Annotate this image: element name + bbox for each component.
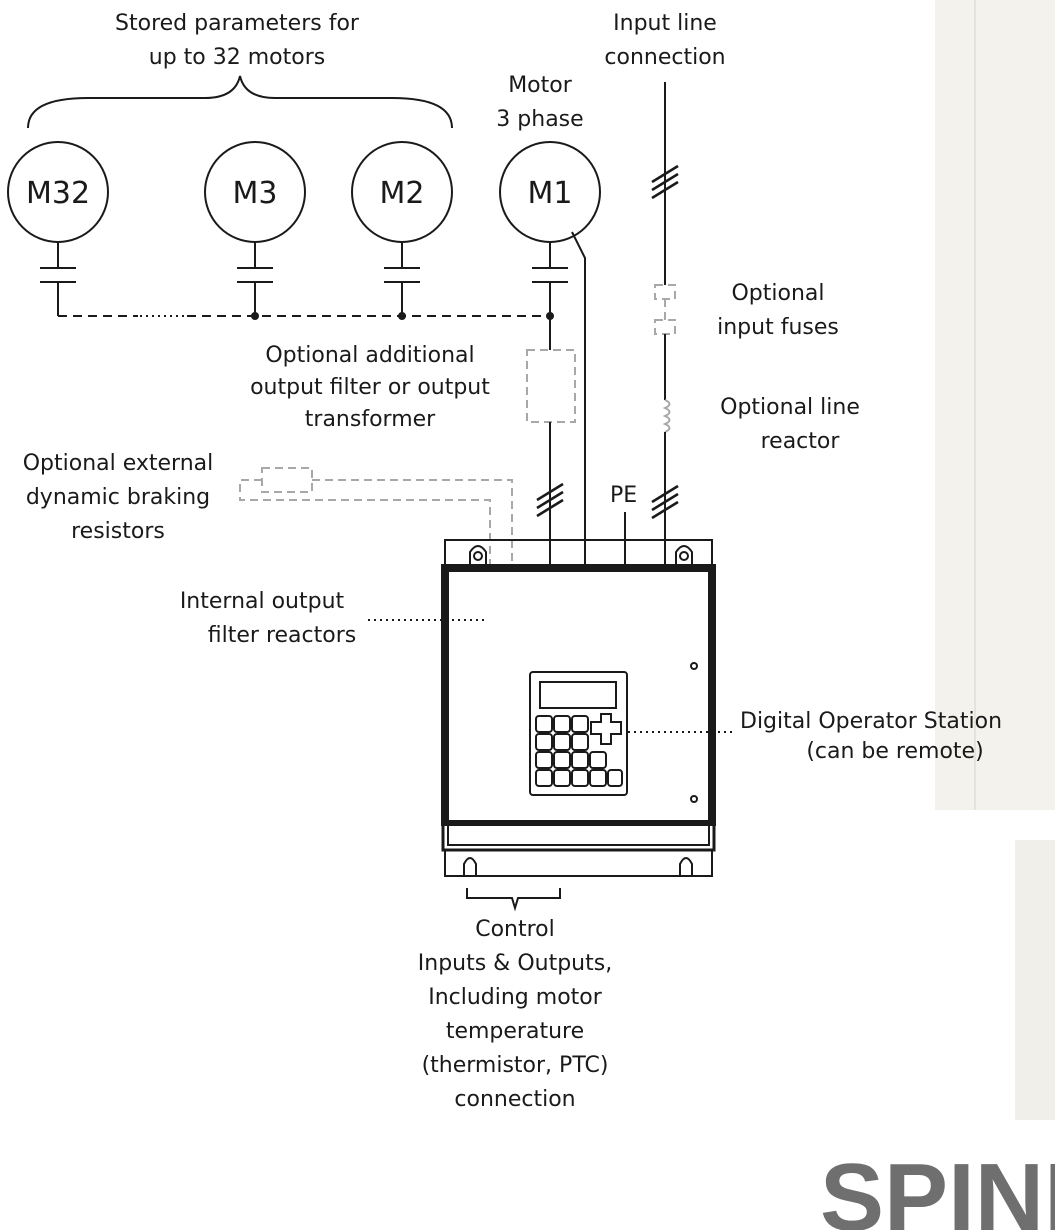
internal-filter-line-2: filter reactors	[208, 623, 356, 648]
motor-m32-label: M32	[26, 176, 90, 211]
control-line-3: Including motor	[428, 985, 603, 1010]
motor-selection-bus	[58, 312, 554, 320]
motor-label-line-2: 3 phase	[496, 107, 583, 132]
operator-station-label: Digital Operator Station (can be remote)	[740, 709, 1002, 764]
watermark-logo: SPIND	[820, 1144, 1055, 1230]
motors-brace	[27, 75, 453, 129]
motor-m3-label: M3	[233, 176, 278, 211]
output-filter-line-3: transformer	[305, 407, 436, 432]
motor-3-phase-label: Motor 3 phase	[496, 73, 583, 132]
stored-parameters-line-1: Stored parameters for	[115, 11, 360, 36]
motor-m3: M3	[204, 141, 306, 243]
operator-station-line-2: (can be remote)	[806, 739, 983, 764]
line-reactor-line-2: reactor	[761, 429, 841, 454]
braking-line-1: Optional external	[23, 451, 214, 476]
control-brace	[466, 888, 561, 912]
motor-m1: M1	[499, 141, 601, 243]
input-line-label: Input line connection	[604, 11, 725, 70]
line-reactor-line-1: Optional line	[720, 395, 860, 420]
internal-filter-line-1: Internal output	[180, 589, 345, 614]
braking-line-2: dynamic braking	[26, 485, 210, 510]
internal-filter-label: Internal output filter reactors	[180, 589, 485, 648]
input-fuses-label: Optional input fuses	[717, 281, 839, 340]
drive-enclosure	[441, 539, 716, 877]
control-io-label: Control Inputs & Outputs, Including moto…	[418, 917, 612, 1112]
input-line-line-2: connection	[604, 45, 725, 70]
optional-braking-resistor	[239, 467, 513, 566]
optional-output-filter-box	[526, 349, 576, 423]
motor-m2: M2	[351, 141, 453, 243]
input-line-conductor	[651, 82, 679, 566]
output-filter-line-2: output filter or output	[250, 375, 490, 400]
stored-parameters-label: Stored parameters for up to 32 motors	[115, 11, 360, 70]
line-reactor-label: Optional line reactor	[720, 395, 860, 454]
output-filter-label: Optional additional output filter or out…	[250, 343, 490, 432]
motor-m2-label: M2	[380, 176, 425, 211]
operator-station-line-1: Digital Operator Station	[740, 709, 1002, 734]
input-fuses-line-1: Optional	[731, 281, 824, 306]
output-filter-line-1: Optional additional	[265, 343, 474, 368]
control-line-4: temperature	[446, 1019, 584, 1044]
motor-label-line-1: Motor	[508, 73, 573, 98]
control-line-6: connection	[454, 1087, 575, 1112]
motor-m32: M32	[7, 141, 109, 243]
motor-contactors	[40, 242, 568, 316]
optional-input-fuse-top	[654, 284, 676, 300]
pe-label: PE	[610, 483, 637, 508]
optional-input-fuse-bottom	[654, 319, 676, 335]
digital-operator-station	[529, 671, 735, 796]
input-line-line-1: Input line	[613, 11, 717, 36]
control-line-1: Control	[475, 917, 555, 942]
braking-resistors-label: Optional external dynamic braking resist…	[23, 451, 214, 544]
thermistor-lead	[571, 231, 586, 566]
background-panel	[935, 0, 1055, 1120]
braking-line-3: resistors	[71, 519, 165, 544]
input-fuses-line-2: input fuses	[717, 315, 839, 340]
optional-line-reactor-coil	[662, 399, 671, 433]
stored-parameters-line-2: up to 32 motors	[149, 45, 325, 70]
control-line-2: Inputs & Outputs,	[418, 951, 612, 976]
motor-m1-label: M1	[528, 176, 573, 211]
control-line-5: (thermistor, PTC)	[422, 1053, 609, 1078]
